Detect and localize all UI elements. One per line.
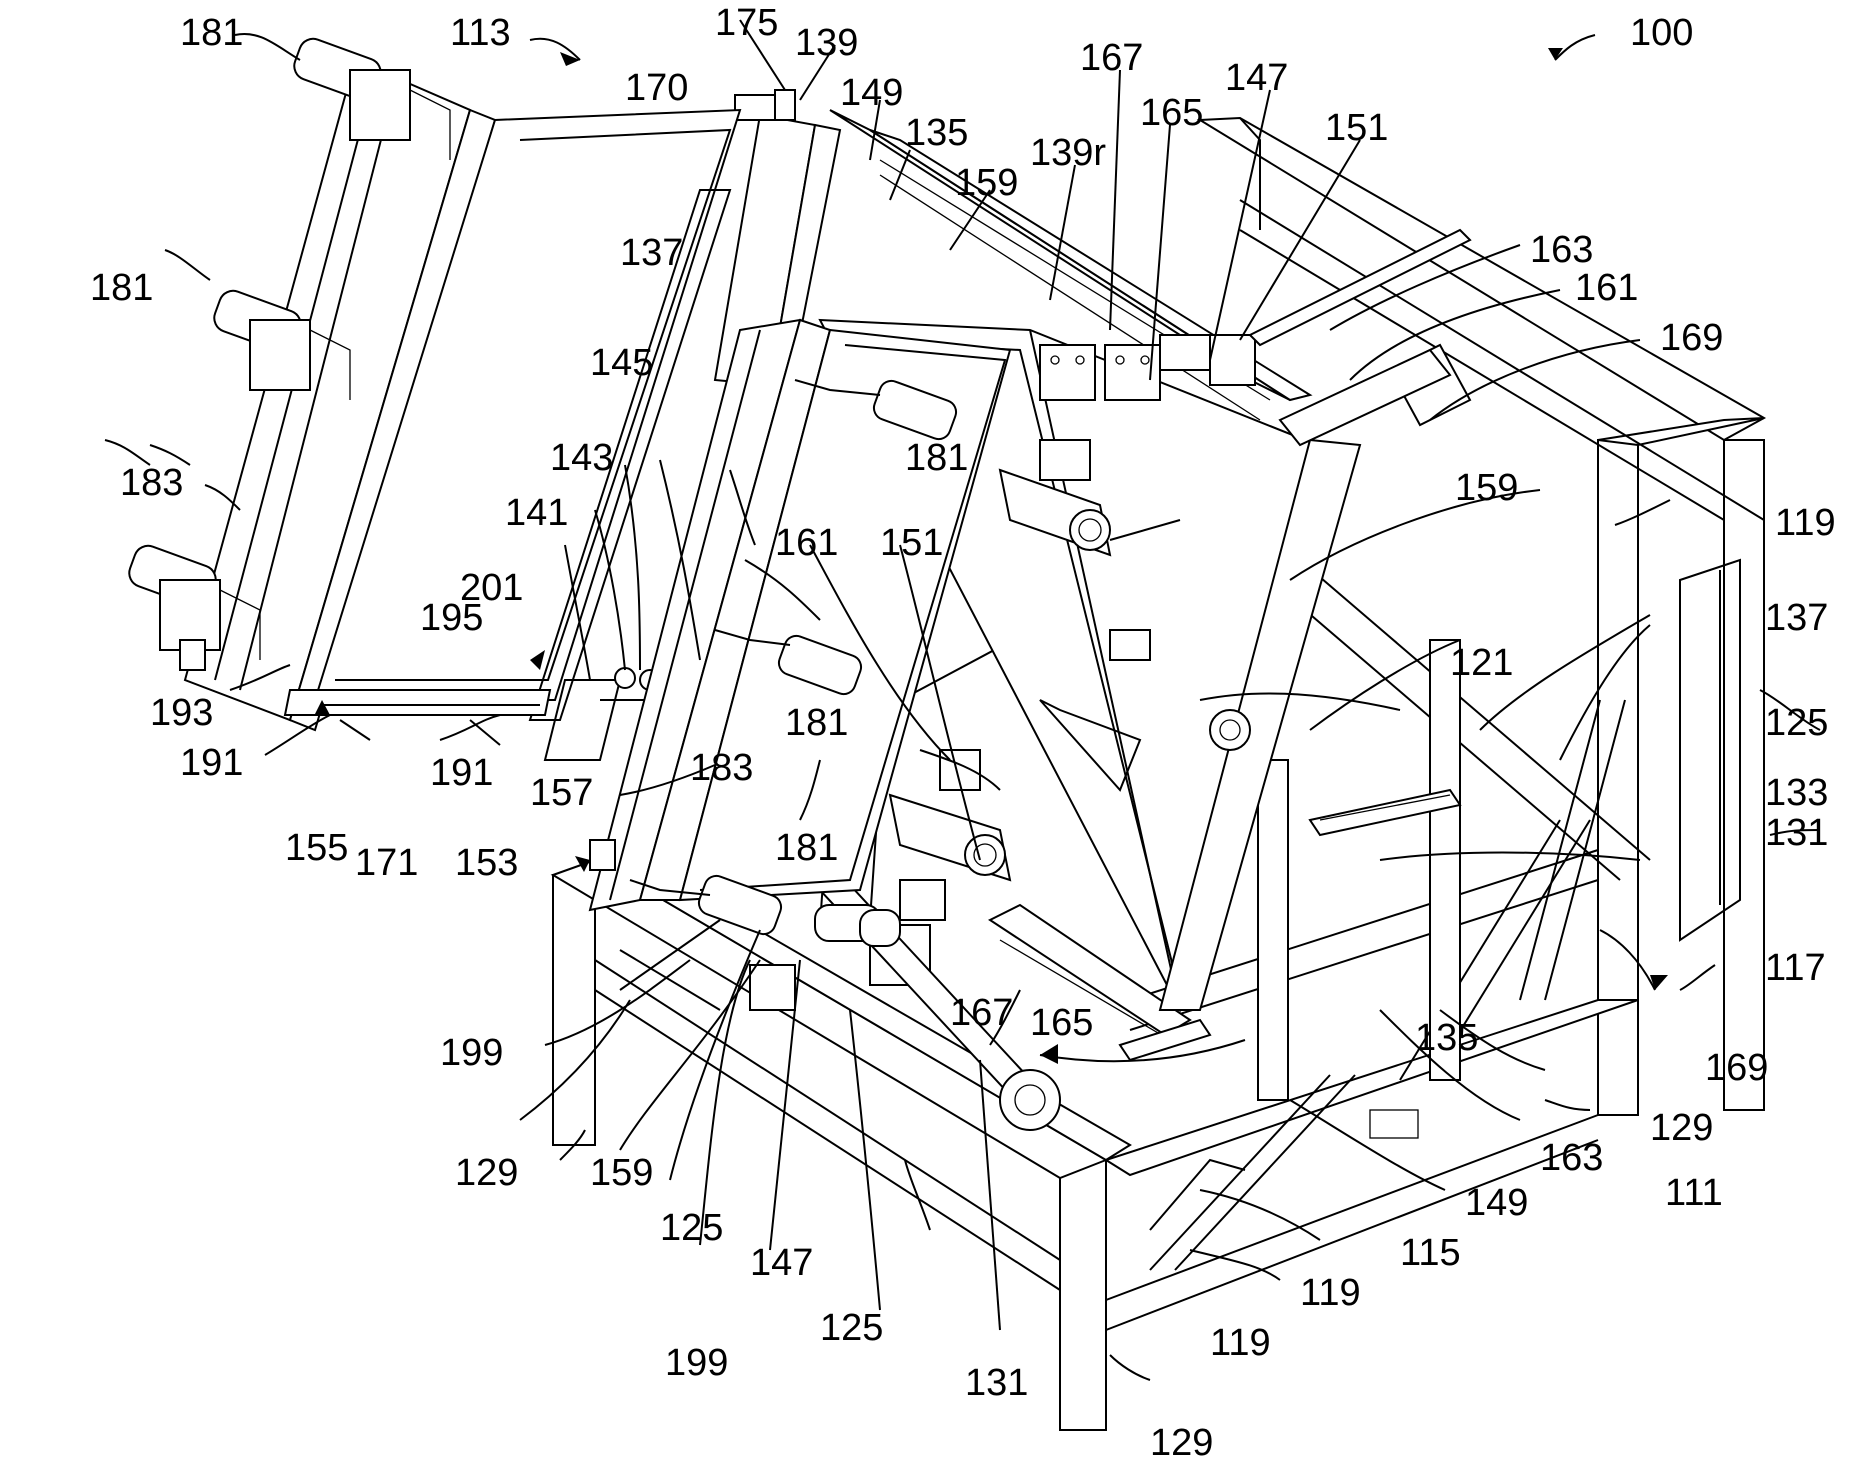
ref-label: 169: [1705, 1047, 1768, 1089]
clamp-mid-top: [794, 379, 958, 441]
ref-label: 175: [715, 2, 778, 44]
ref-label: 165: [1140, 92, 1203, 134]
ref-label: 201: [460, 567, 523, 609]
ref-label: 143: [550, 437, 613, 479]
ref-label: 199: [665, 1342, 728, 1384]
ref-label: 159: [590, 1152, 653, 1194]
ref-label: 129: [1150, 1422, 1213, 1464]
ref-label: 125: [820, 1307, 883, 1349]
panel-assembly-middle: [588, 318, 1012, 1011]
ref-label: 137: [620, 232, 683, 274]
ref-label: 145: [590, 342, 653, 384]
ref-label: 125: [660, 1207, 723, 1249]
ref-label: 111: [1665, 1172, 1723, 1214]
ref-label: 117: [1765, 947, 1826, 989]
ref-label: 115: [1400, 1232, 1461, 1274]
ref-label: 159: [1455, 467, 1518, 509]
ref-label: 157: [530, 772, 593, 814]
ref-label: 199: [440, 1032, 503, 1074]
ref-label: 163: [1530, 229, 1593, 271]
ref-label: 183: [120, 462, 183, 504]
ref-label: 151: [1325, 107, 1388, 149]
ref-label: 169: [1660, 317, 1723, 359]
ref-label: 161: [775, 522, 838, 564]
ref-label: 195: [420, 597, 483, 639]
ref-label: 181: [905, 437, 968, 479]
leader-lines: [104, 19, 1821, 1381]
ref-label: 119: [1210, 1322, 1271, 1364]
ref-label: 149: [1465, 1182, 1528, 1224]
ref-label: 125: [1765, 702, 1828, 744]
ref-label: 131: [965, 1362, 1028, 1404]
ref-label: 171: [355, 842, 418, 884]
ref-label: 165: [1030, 1002, 1093, 1044]
ref-label: 119: [1300, 1272, 1361, 1314]
open-frame-113: [128, 37, 742, 746]
clamp-left-top: [293, 37, 451, 160]
ref-label: 121: [1450, 642, 1513, 684]
ref-label: 137: [1765, 597, 1828, 639]
ref-label: 159: [955, 162, 1018, 204]
ref-label: 135: [905, 112, 968, 154]
ref-label: 147: [750, 1242, 813, 1284]
ref-label: 183: [690, 747, 753, 789]
ref-label: 167: [950, 992, 1013, 1034]
ref-label: 135: [1415, 1017, 1478, 1059]
clamp-left-middle: [213, 289, 351, 400]
reference-labels: 181 113 175 139 170 149 135 167 165 147 …: [90, 2, 1836, 1464]
ref-label: 181: [775, 827, 838, 869]
ref-label: 167: [1080, 37, 1143, 79]
ref-label: 119: [1775, 502, 1836, 544]
ref-label: 113: [450, 12, 511, 54]
ref-label: 151: [880, 522, 943, 564]
ref-label: 149: [840, 72, 903, 114]
ref-label: 139r: [1030, 132, 1106, 174]
ref-label: 141: [505, 492, 568, 534]
carriage: [543, 89, 1472, 1131]
ref-label: 170: [625, 67, 688, 109]
clamp-mid-center: [714, 629, 863, 696]
clamp-mid-bottom: [629, 874, 783, 936]
ref-label: 133: [1765, 772, 1828, 814]
ref-label: 193: [150, 692, 213, 734]
ref-label: 155: [285, 827, 348, 869]
ref-label: 161: [1575, 267, 1638, 309]
ref-label: 100: [1630, 12, 1693, 54]
ref-label: 181: [180, 12, 243, 54]
ref-label: 191: [180, 742, 243, 784]
clamp-left-bottom: [128, 544, 261, 660]
ref-label: 163: [1540, 1137, 1603, 1179]
ref-label: 131: [1765, 812, 1828, 854]
ref-label: 191: [430, 752, 493, 794]
ref-label: 181: [785, 702, 848, 744]
ref-label: 147: [1225, 57, 1288, 99]
ref-label: 129: [1650, 1107, 1713, 1149]
ref-label: 129: [455, 1152, 518, 1194]
assembly-arrows: [314, 48, 1668, 1064]
ref-label: 153: [455, 842, 518, 884]
ref-label: 139: [795, 22, 858, 64]
ref-label: 181: [90, 267, 153, 309]
